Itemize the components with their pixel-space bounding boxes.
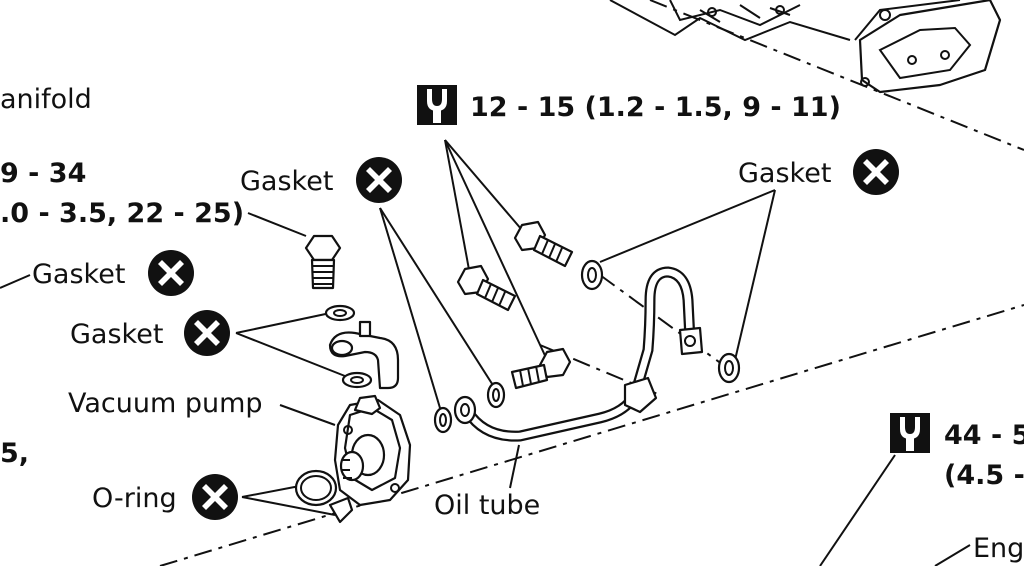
- gasket-label-right: Gasket: [738, 158, 831, 189]
- oil-tube: [453, 266, 704, 442]
- bolt-right-upper: [513, 220, 574, 268]
- x-circle-icon: [853, 149, 899, 195]
- wrench-icon: [417, 85, 457, 125]
- leader-lines: [235, 139, 971, 566]
- gasket-washer: [324, 304, 356, 322]
- engine-centerlines: [159, 0, 1024, 566]
- torque-spec-left-line2: .0 - 3.5, 22 - 25): [0, 198, 244, 229]
- vacuum-pump-body: [328, 394, 412, 524]
- x-circle-icon: [192, 474, 238, 520]
- o-ring-label: O-ring: [92, 483, 177, 514]
- leader-line: [0, 274, 31, 289]
- x-circle-icon: [184, 310, 230, 356]
- gasket-washer: [580, 259, 604, 291]
- engine-block-drawing: [609, 0, 1002, 94]
- engine-label: Eng: [973, 533, 1024, 564]
- gasket-label-bolt: Gasket: [240, 166, 333, 197]
- torque-spec-left-partial: 5,: [0, 438, 29, 469]
- x-circle-icon: [356, 157, 402, 203]
- manifold-label: anifold: [0, 84, 92, 115]
- gasket-washer: [341, 371, 373, 389]
- wrench-icon: [890, 413, 930, 453]
- torque-spec-top: 12 - 15 (1.2 - 1.5, 9 - 11): [470, 92, 841, 123]
- x-circle-icon: [148, 250, 194, 296]
- gasket-label-fitting: Gasket: [70, 319, 163, 350]
- bolt-upper-left: [304, 234, 342, 290]
- gasket-washer: [717, 352, 741, 384]
- vacuum-pump-label: Vacuum pump: [68, 388, 263, 419]
- torque-spec-right-line2: (4.5 -: [944, 460, 1024, 491]
- bolt-right-middle: [456, 264, 517, 312]
- gasket-washer: [486, 381, 506, 409]
- torque-spec-left-line1: 9 - 34: [0, 158, 86, 189]
- gasket-label-left: Gasket: [32, 259, 125, 290]
- torque-spec-right-line1: 44 - 5: [944, 420, 1024, 451]
- bolt-right-lower: [510, 347, 572, 390]
- gasket-washer: [433, 406, 453, 434]
- oil-tube-label: Oil tube: [434, 490, 540, 521]
- union-fitting: [328, 320, 400, 390]
